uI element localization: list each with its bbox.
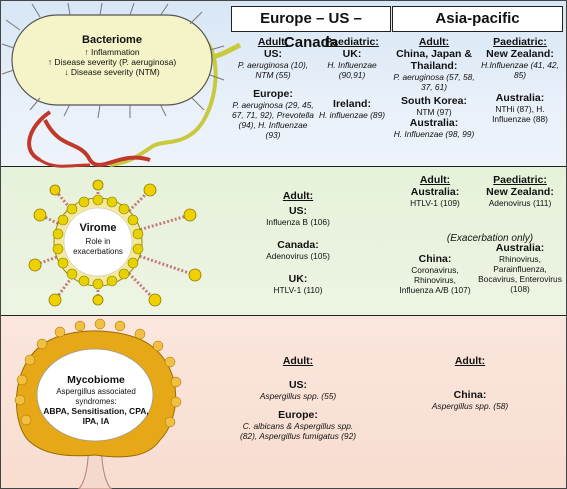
bacteriome-title: Bacteriome [82,34,142,46]
region-label: New Zealand: [486,186,554,198]
region-label: US: [263,48,283,60]
region-label: South Korea: [401,95,467,107]
region-text: Coronavirus, Rhinovirus, Influenza A/B (… [399,265,471,295]
col-head: Adult: [418,36,450,48]
virus-illustration [28,179,202,307]
mycobiome-syndromes: ABPA, Sensitisation, CPA, IPA, IA [43,406,149,426]
mycobiome-asia-adult: Adult: China: Aspergillus spp. (58) [410,355,530,411]
bacterium-illustration [1,2,242,168]
virome-asia-adult: Adult: Australia: HTLV-1 (109) [397,174,473,208]
col-head: Paediatric: [493,174,547,186]
region-text: H.Influenzae (41, 42, 85) [481,60,559,80]
region-label: China, Japan & Thailand: [396,48,472,72]
mycobiome-sub: Aspergillus associated syndromes: [56,387,136,406]
region-label: Canada: [277,239,319,251]
region-text: HTLV-1 (109) [410,198,460,208]
region-text: P. aeruginosa (29, 45, 67, 71, 92), Prev… [232,100,314,140]
region-text: Adenovirus (111) [488,198,552,208]
region-label: UK: [288,273,308,285]
virome-asia-paed: Paediatric: New Zealand: Adenovirus (111… [478,174,562,294]
region-label: Ireland: [333,98,371,110]
region-text: P. aeruginosa (10), NTM (55) [237,60,309,80]
region-label: US: [288,379,308,391]
bacteriome-eu-paed: Paediatric: UK: H. Influenzae (90,91) Ir… [314,36,390,120]
virome-note: (Exacerbation only) [446,233,534,244]
region-text: Aspergillus spp. (58) [431,401,509,411]
region-text: H. influenzae (89) [318,110,386,120]
bacteriome-line-1: ↑ Inflammation [84,47,140,57]
region-text: Adenovirus (105) [266,251,330,261]
region-text: HTLV-1 (110) [273,285,323,295]
region-label: Europe: [253,88,293,100]
virome-title: Virome [79,222,117,234]
bacteriome-line-3: ↓ Disease severity (NTM) [64,67,160,77]
col-head: Adult: [454,355,486,367]
region-text: Influenza B (106) [266,217,330,227]
region-label: Australia: [495,242,545,254]
header-europe-us-canada: Europe – US – Canada [231,6,391,51]
region-label: China: [418,253,452,265]
header-asia-pacific: Asia-pacific [392,6,563,32]
col-head: Paediatric: [493,36,547,48]
region-text: NTM (97) [416,107,452,117]
region-text: NTHi (87), H. Influenzae (88) [492,104,548,124]
bacteriome-eu-adult: Adult: US: P. aeruginosa (10), NTM (55) … [232,36,314,140]
col-head: Paediatric: [325,36,379,48]
col-head: Adult: [282,355,314,367]
region-text: Aspergillus spp. (55) [259,391,337,401]
region-text: P. aeruginosa (57, 58, 37, 61) [393,72,475,92]
region-text: C. albicans & Aspergillus spp. (82), Asp… [239,421,357,441]
virome-label: Virome Role in exacerbations [68,222,128,256]
bacteriome-asia-adult: Adult: China, Japan & Thailand: P. aerug… [393,36,475,139]
region-label: US: [288,205,308,217]
col-head: Adult: [282,190,314,202]
bacteriome-label: Bacteriome ↑ Inflammation ↑ Disease seve… [22,34,202,77]
fungus-illustration [14,318,182,489]
region-label: Australia: [495,92,545,104]
region-label: New Zealand: [486,48,554,60]
bacteriome-asia-paed: Paediatric: New Zealand: H.Influenzae (4… [478,36,562,124]
virome-eu-adult: Adult: US: Influenza B (106) Canada: Ade… [250,190,346,295]
region-label: Australia: [410,186,460,198]
virome-sub: Role in exacerbations [73,237,123,256]
region-label: Australia: [409,117,459,129]
region-label: UK: [342,48,362,60]
region-text: Rhinovirus, Parainfluenza, Bocavirus, En… [478,254,562,294]
region-label: Europe: [278,409,318,421]
col-head: Adult: [419,174,451,186]
region-label: China: [453,389,487,401]
virome-asia-adult-china: China: Coronavirus, Rhinovirus, Influenz… [397,253,473,295]
region-text: H. Influenzae (90,91) [327,60,377,80]
mycobiome-label: Mycobiome Aspergillus associated syndrom… [42,374,150,426]
col-head: Adult: [257,36,289,48]
bacteriome-line-2: ↑ Disease severity (P. aeruginosa) [47,57,177,67]
region-text: H. Influenzae (98, 99) [393,129,475,139]
mycobiome-eu-adult: Adult: US: Aspergillus spp. (55) Europe:… [234,355,362,441]
mycobiome-title: Mycobiome [67,374,125,386]
